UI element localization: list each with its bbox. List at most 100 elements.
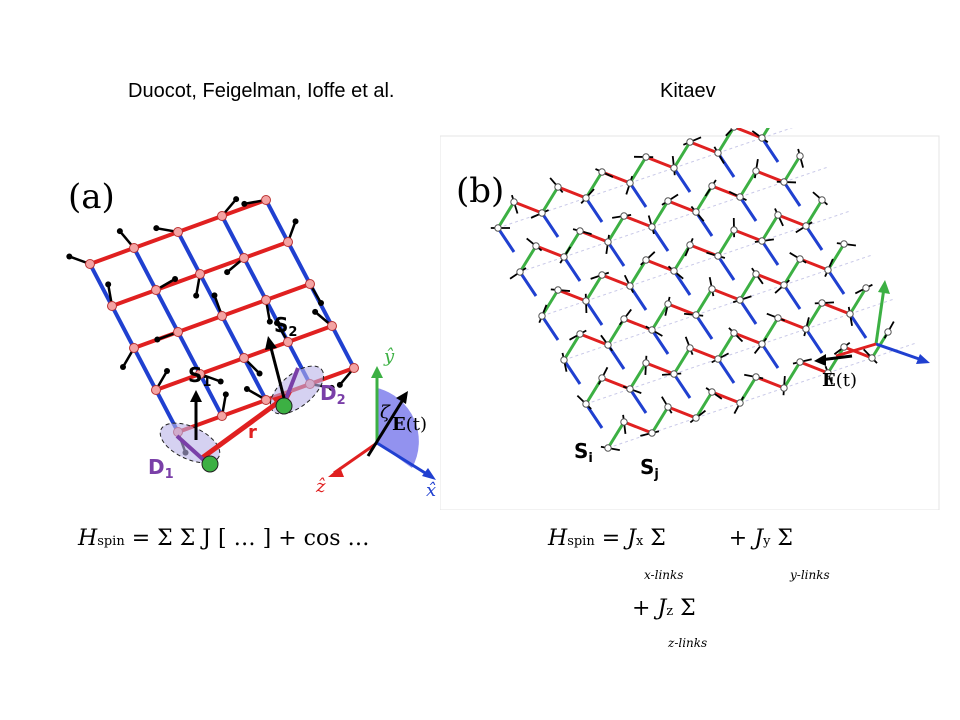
spin-arrow-tip	[153, 225, 160, 232]
y-link-bond	[826, 269, 846, 295]
spin-arrow-tip	[222, 391, 229, 398]
lattice-site	[129, 343, 139, 353]
blue-bond	[220, 315, 246, 359]
z-link-bond	[628, 362, 648, 390]
y-link-bond	[760, 343, 780, 369]
blue-bond	[132, 247, 158, 291]
lattice-site	[862, 284, 870, 292]
lattice-site	[261, 395, 271, 405]
dashed-guide	[761, 128, 793, 139]
z-link-bond	[782, 361, 802, 389]
z-link-bond	[628, 259, 648, 287]
y-links-label: y-links	[790, 568, 830, 582]
spin-arrow-tip	[292, 218, 299, 225]
dashed-guide	[673, 152, 719, 169]
lattice-site	[642, 153, 650, 161]
lattice-site	[774, 211, 782, 219]
lattice-site	[85, 259, 95, 269]
lattice-site	[217, 311, 227, 321]
lattice-site	[692, 414, 700, 422]
lattice-site	[349, 363, 359, 373]
lattice-site	[884, 328, 892, 336]
blue-bond	[176, 331, 202, 375]
lattice-site	[686, 241, 694, 249]
panel-a-tag: (a)	[68, 177, 115, 217]
dashed-guide	[783, 166, 829, 183]
dashed-guide	[695, 299, 741, 316]
lattice-site	[582, 194, 590, 202]
blue-bond	[154, 289, 180, 333]
spin-arrow-tip	[217, 378, 224, 385]
label-d1: D1	[148, 455, 174, 482]
y-link-bond	[584, 300, 604, 326]
lattice-site	[736, 296, 744, 304]
lattice-site	[217, 411, 227, 421]
y-link-bond	[540, 315, 560, 341]
blue-bond	[132, 347, 158, 391]
y-link-bond	[628, 182, 648, 208]
lattice-site	[736, 193, 744, 201]
lattice-site	[626, 385, 634, 393]
b-x-axis	[875, 342, 923, 362]
x-axis-head	[422, 468, 436, 480]
y-link-bond	[848, 313, 868, 339]
lattice-site	[283, 337, 293, 347]
x-link-bond	[601, 273, 631, 288]
z-link-bond	[628, 156, 648, 184]
red-bond	[287, 324, 333, 344]
lattice-site	[239, 353, 249, 363]
y-link-bond	[738, 196, 758, 222]
x-link-bond	[711, 287, 741, 302]
x-link-bond	[535, 244, 565, 259]
z-axis-head	[328, 467, 344, 477]
lattice-site	[576, 330, 584, 338]
lattice-site	[195, 369, 205, 379]
dashed-guide	[783, 269, 829, 286]
z-link-bond	[738, 273, 758, 301]
red-bond	[199, 356, 245, 376]
s2-spin-arrow	[268, 343, 286, 399]
lattice-site	[598, 271, 606, 279]
spin-arrow-tip	[266, 318, 273, 325]
panel-b-tag: (b)	[456, 171, 504, 211]
dashed-guide	[695, 196, 741, 213]
z-link-bond	[804, 199, 824, 227]
x-link-bond	[755, 375, 785, 390]
x-link-bond	[513, 200, 543, 215]
dashed-guide	[651, 314, 697, 331]
dashed-guide	[695, 402, 741, 419]
y-link-bond	[562, 359, 582, 385]
y-link-bond	[650, 226, 670, 252]
z-link-bond	[562, 333, 582, 361]
blue-bond	[330, 325, 356, 369]
dashed-guide	[563, 241, 609, 258]
blue-bond	[176, 231, 202, 275]
label-r: r	[248, 422, 257, 443]
square-lattice	[66, 195, 359, 456]
z-link-bond	[584, 274, 604, 302]
lattice-site	[686, 138, 694, 146]
panel-b-frame	[440, 135, 940, 510]
lattice-site	[217, 211, 227, 221]
dashed-guide	[673, 255, 719, 272]
z-link-bond	[650, 200, 670, 228]
b-e-field-head	[814, 354, 826, 366]
y-link-bond	[672, 373, 692, 399]
spin-arrow-tip	[312, 308, 319, 315]
y-link-bond	[760, 240, 780, 266]
x-link-bond	[777, 213, 807, 228]
lattice-site	[261, 295, 271, 305]
lattice-site	[129, 243, 139, 253]
x-axis-arrow	[376, 441, 431, 478]
lattice-site	[840, 240, 848, 248]
blue-bond	[242, 357, 268, 401]
hamiltonian-left: Hspin = Σ Σ J [ … ] + cos …	[78, 526, 370, 551]
y-link-bond	[606, 241, 626, 267]
x-link-bond	[623, 420, 653, 435]
y-link-bond	[584, 403, 604, 429]
spin-arrow-tip	[336, 381, 343, 388]
lattice-site	[604, 341, 612, 349]
x-link-bond	[667, 405, 697, 420]
lattice-site	[648, 429, 656, 437]
lattice-site	[714, 252, 722, 260]
